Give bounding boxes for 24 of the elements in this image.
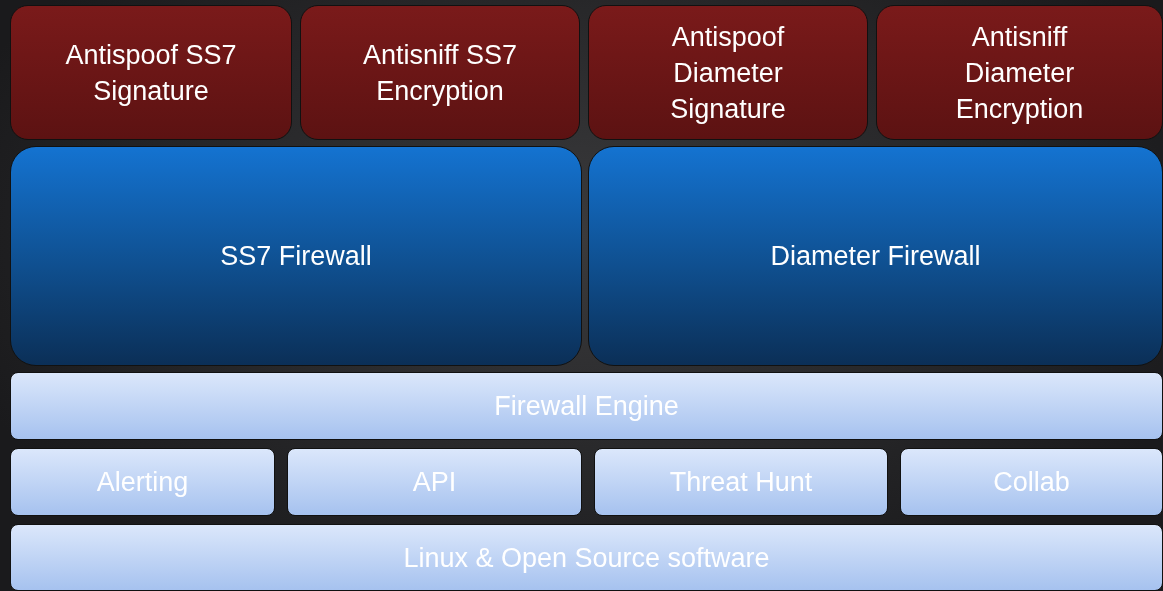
layer-box [594,448,888,516]
layer-label: API [412,466,457,499]
layer-label: Antisniff SS7 Encryption [361,38,519,108]
layer-box [10,146,582,366]
layer-box [10,448,275,516]
layer-label: Antisniff Diameter Encryption [954,20,1085,126]
layer-box [10,524,1163,591]
layer-box [10,372,1163,440]
layer-label: Collab [993,466,1070,499]
layer-box [588,146,1163,366]
layer-box [588,5,868,140]
layer-label: Threat Hunt [669,466,813,499]
layer-label: SS7 Firewall [220,240,372,273]
layer-label: Antispoof Diameter Signature [669,20,787,126]
layer-label: Firewall Engine [494,390,679,423]
layer-label: Linux & Open Source software [403,541,770,575]
layer-box [10,5,292,140]
layer-label: Antispoof SS7 Signature [64,38,238,108]
layer-label: Alerting [96,466,189,499]
layer-label: Diameter Firewall [770,240,981,273]
layer-box [287,448,582,516]
layer-box [900,448,1163,516]
layer-box [300,5,580,140]
layer-box [876,5,1163,140]
